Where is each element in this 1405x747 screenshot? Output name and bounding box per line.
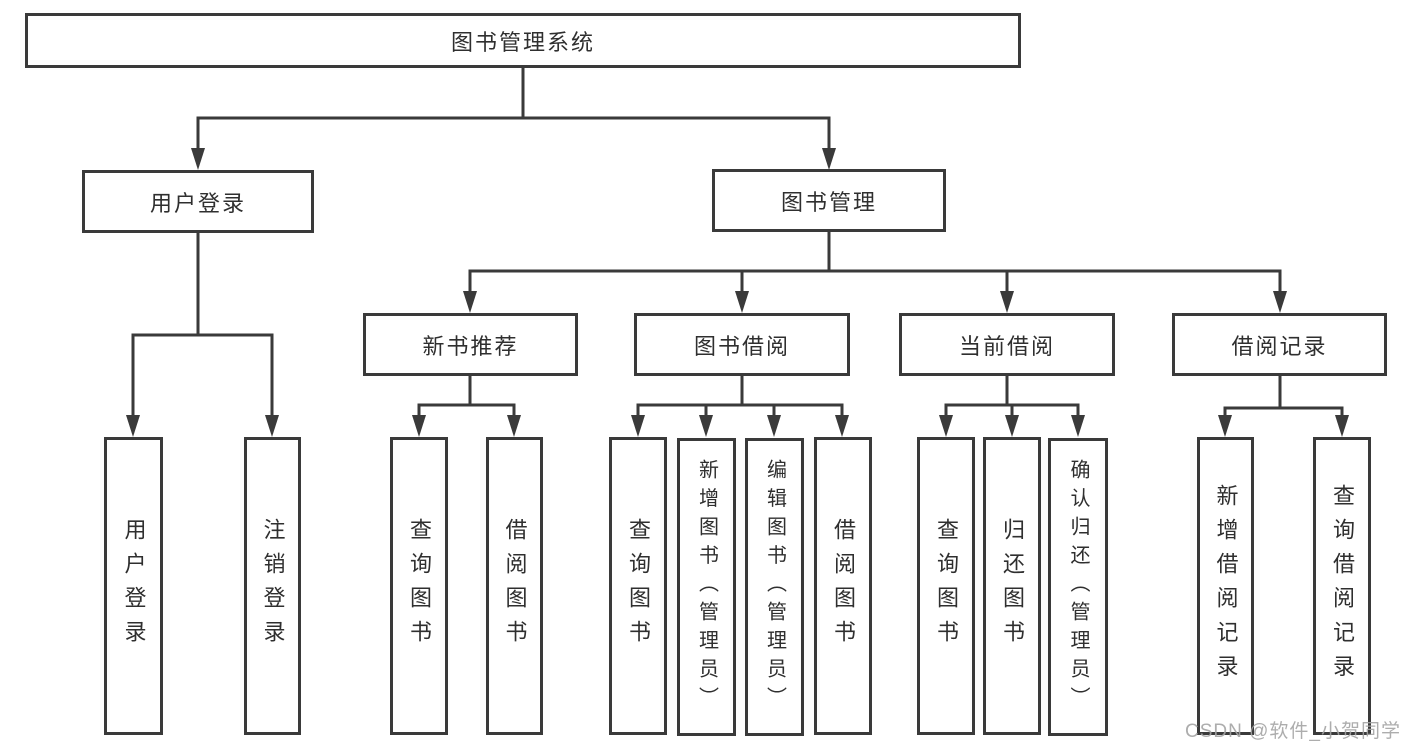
node-current-borrow: 当前借阅 bbox=[899, 313, 1115, 376]
node-label: 查询借阅记录 bbox=[1330, 483, 1355, 689]
leaf-query-books-recommend: 查询图书 bbox=[390, 437, 448, 735]
node-borrow-records: 借阅记录 bbox=[1172, 313, 1387, 376]
leaf-edit-book-admin: 编辑图书（管理员） bbox=[745, 438, 804, 736]
leaf-query-books-borrow: 查询图书 bbox=[609, 437, 667, 735]
node-label: 确认归还（管理员） bbox=[1067, 459, 1089, 715]
node-label: 图书管理 bbox=[780, 189, 877, 215]
node-label: 查询图书 bbox=[934, 517, 959, 655]
node-label: 借阅图书 bbox=[831, 517, 856, 655]
leaf-query-borrow-record: 查询借阅记录 bbox=[1313, 437, 1371, 735]
leaf-add-borrow-record: 新增借阅记录 bbox=[1197, 437, 1254, 735]
node-label: 用户登录 bbox=[149, 190, 246, 216]
node-label: 图书管理系统 bbox=[450, 29, 595, 55]
node-label: 借阅图书 bbox=[502, 517, 528, 655]
node-label: 归还图书 bbox=[1000, 517, 1025, 655]
leaf-user-login: 用户登录 bbox=[104, 437, 163, 735]
node-book-management: 图书管理 bbox=[712, 169, 946, 232]
node-label: 用户登录 bbox=[121, 517, 147, 655]
leaf-return-book: 归还图书 bbox=[983, 437, 1041, 735]
node-system-root: 图书管理系统 bbox=[25, 13, 1021, 68]
arrowheads bbox=[126, 148, 1349, 437]
node-label: 查询图书 bbox=[407, 517, 432, 655]
node-label: 注销登录 bbox=[260, 517, 286, 655]
node-user-login: 用户登录 bbox=[82, 170, 314, 233]
node-label: 新增借阅记录 bbox=[1213, 483, 1239, 689]
leaf-logout: 注销登录 bbox=[244, 437, 301, 735]
leaf-confirm-return-admin: 确认归还（管理员） bbox=[1048, 438, 1108, 736]
node-label: 新增图书（管理员） bbox=[695, 459, 718, 715]
node-new-book-recommend: 新书推荐 bbox=[363, 313, 578, 376]
leaf-borrow-books: 借阅图书 bbox=[814, 437, 872, 735]
node-book-borrow: 图书借阅 bbox=[634, 313, 850, 376]
csdn-watermark: CSDN @软件_小贺同学 bbox=[1185, 721, 1401, 742]
node-label: 图书借阅 bbox=[693, 333, 790, 359]
node-label: 查询图书 bbox=[626, 517, 651, 655]
node-label: 当前借阅 bbox=[958, 333, 1055, 359]
leaf-query-books-current: 查询图书 bbox=[917, 437, 975, 735]
leaf-add-book-admin: 新增图书（管理员） bbox=[677, 438, 736, 736]
node-label: 借阅记录 bbox=[1231, 333, 1328, 359]
node-label: 编辑图书（管理员） bbox=[763, 459, 786, 715]
node-label: 新书推荐 bbox=[422, 333, 519, 359]
leaf-borrow-books-recommend: 借阅图书 bbox=[486, 437, 543, 735]
